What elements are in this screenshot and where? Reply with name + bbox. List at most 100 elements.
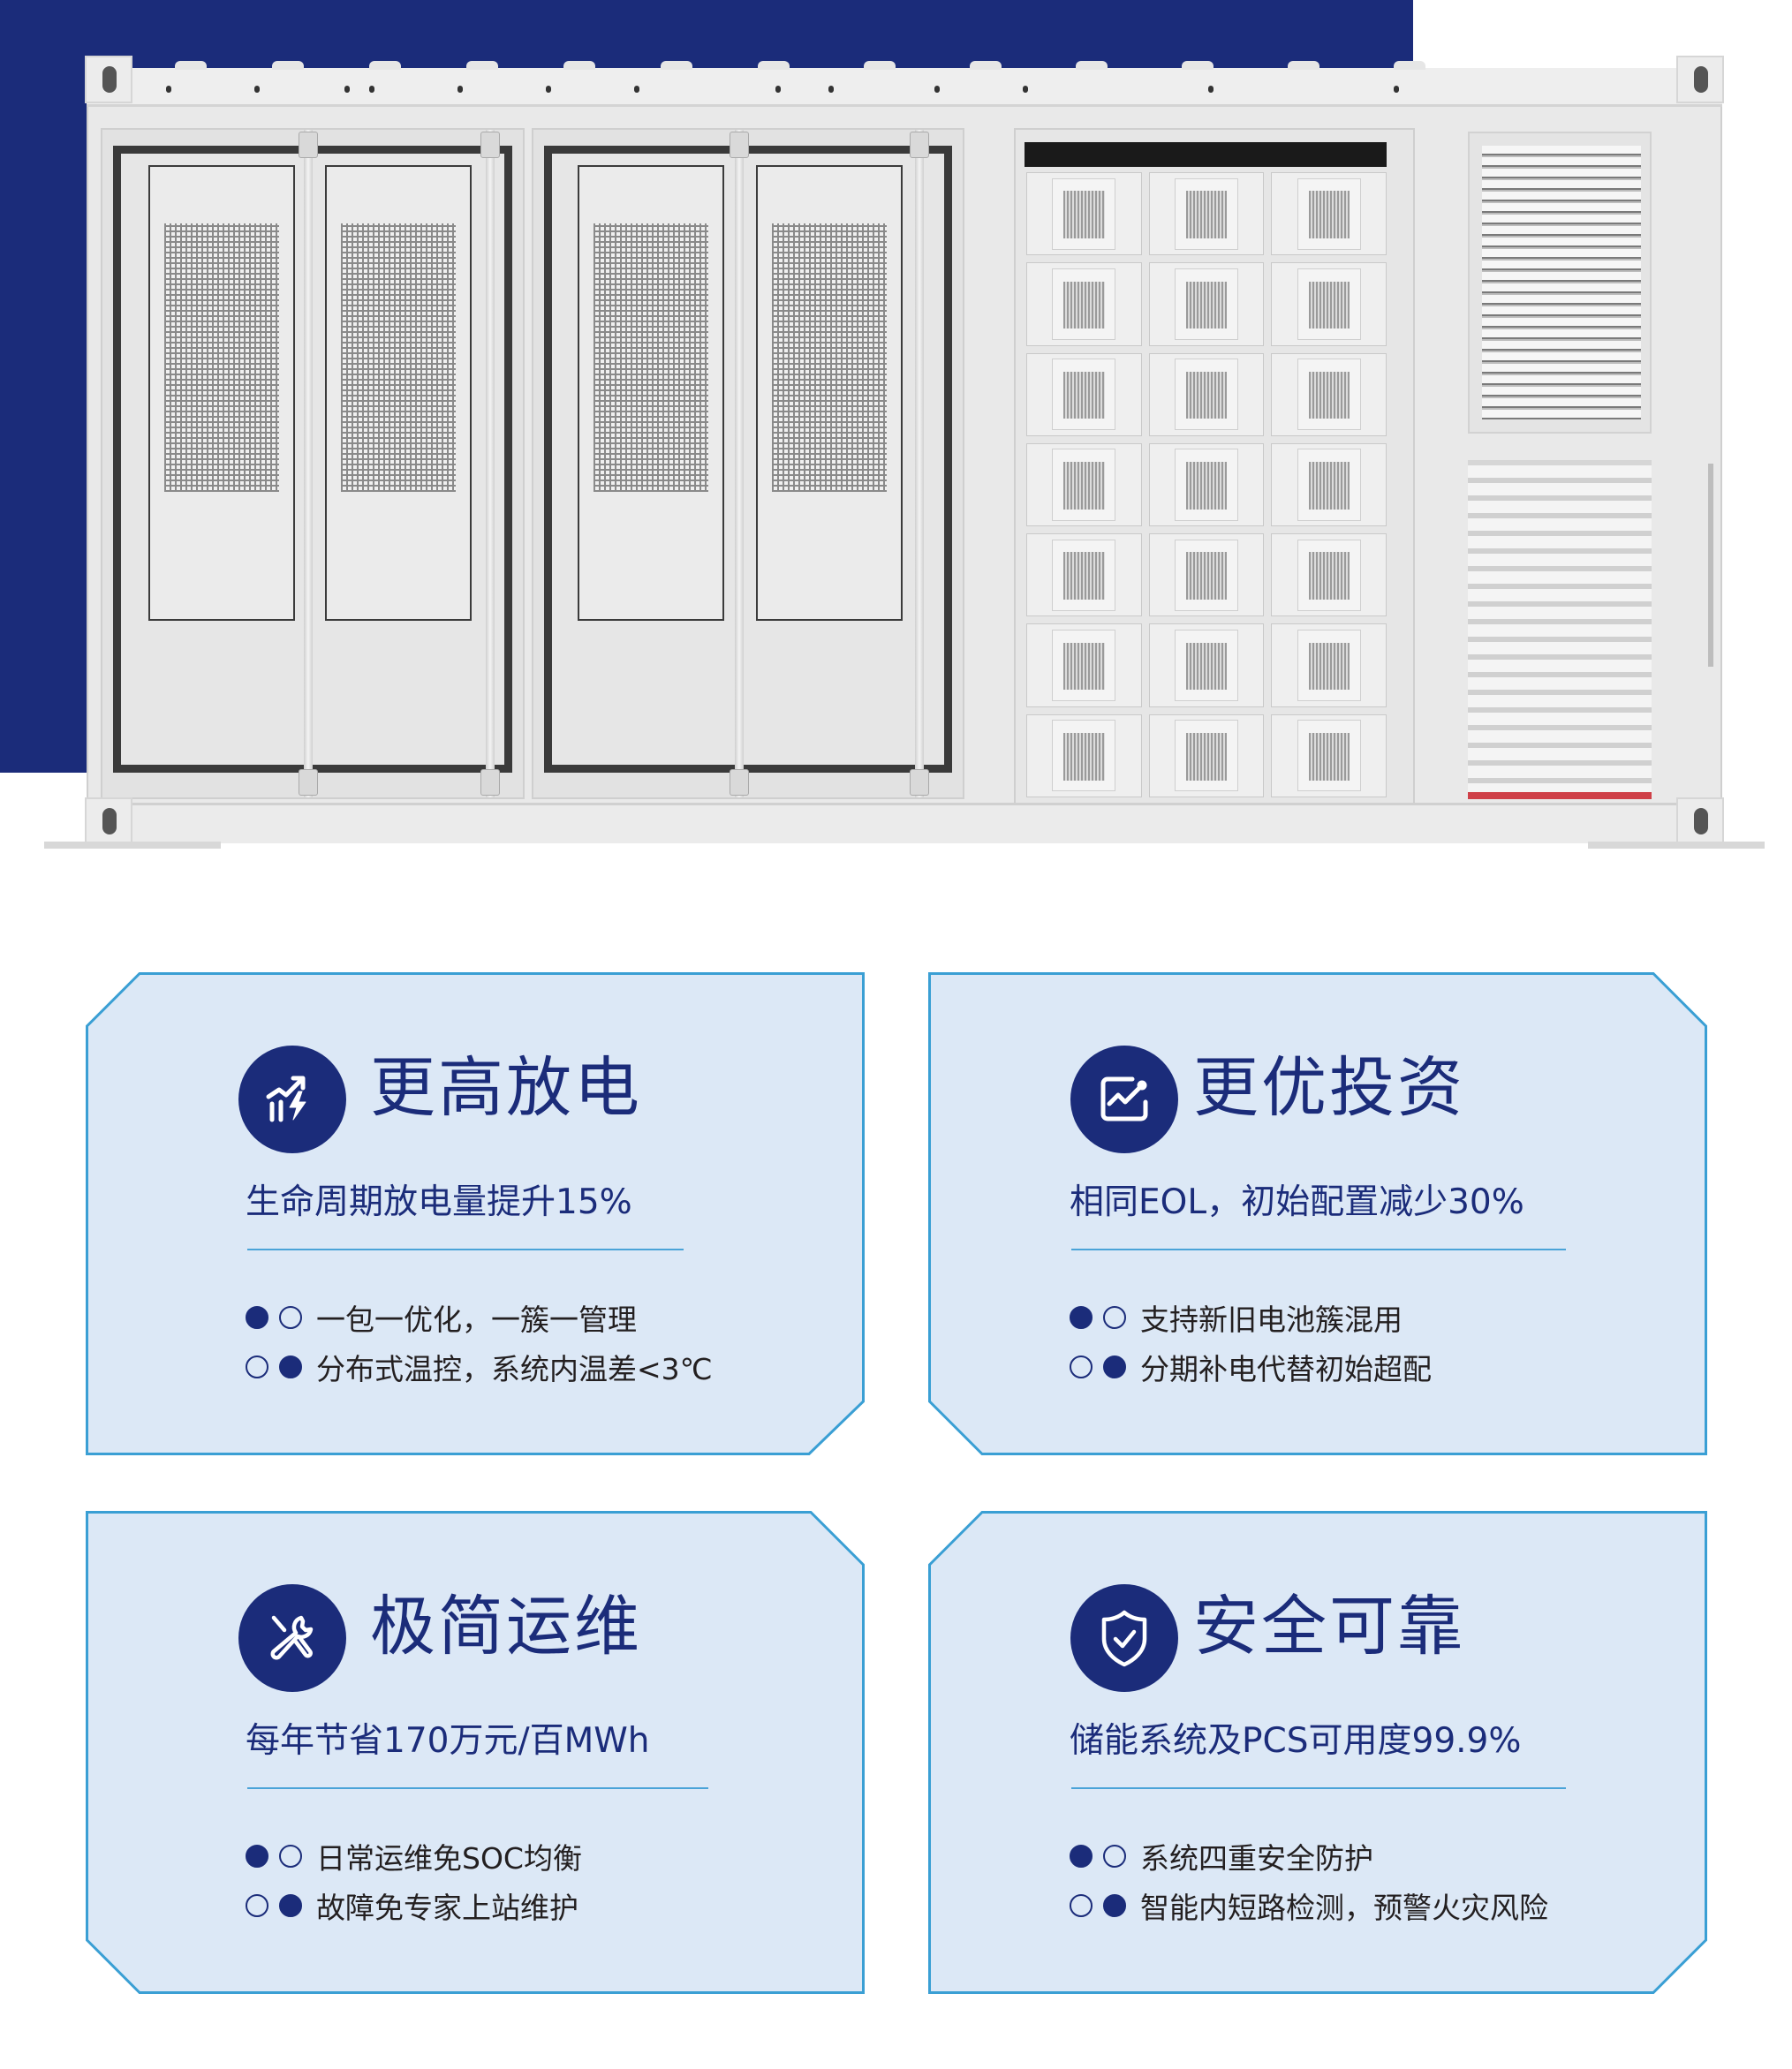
feature-subtitle: 生命周期放电量提升15% <box>246 1182 632 1222</box>
corner-casting <box>85 56 132 103</box>
roof-corrugation <box>661 61 692 70</box>
feature-bullets: 日常运维免SOC均衡 故障免专家上站维护 <box>246 1831 582 1930</box>
battery-module <box>1026 442 1142 527</box>
roof-corrugation <box>864 61 896 70</box>
lock-clamp <box>299 132 318 158</box>
battery-module <box>1026 623 1142 707</box>
bolt <box>369 86 374 93</box>
pcs-door-bay-1 <box>101 128 525 799</box>
roof-corrugation <box>970 61 1002 70</box>
feature-subtitle: 每年节省170万元/百MWh <box>246 1721 650 1761</box>
battery-module <box>1026 352 1142 436</box>
bullet-item: 一包一优化，一簇一管理 <box>246 1293 713 1342</box>
filled-dot-icon <box>279 1894 302 1917</box>
lock-clamp <box>480 769 500 796</box>
battery-module <box>1026 533 1142 617</box>
empty-dot-icon <box>246 1894 268 1917</box>
battery-module <box>1148 172 1265 256</box>
feature-card-maintenance: 极简运维 每年节省170万元/百MWh 日常运维免SOC均衡 故障免专家上站维护 <box>86 1511 865 1994</box>
vent-grill <box>594 223 708 492</box>
filled-dot-icon <box>1103 1355 1126 1378</box>
roof-corrugation <box>466 61 498 70</box>
chart-lightning-icon <box>238 1046 346 1153</box>
bolt <box>166 86 171 93</box>
pcs-cabinet-panel <box>756 165 903 621</box>
filled-dot-icon <box>246 1306 268 1329</box>
lock-clamp <box>730 769 749 796</box>
battery-module <box>1026 172 1142 256</box>
feature-bullets: 一包一优化，一簇一管理 分布式温控，系统内温差<3℃ <box>246 1293 713 1392</box>
door-lock-rod <box>915 130 924 797</box>
battery-module <box>1148 714 1265 797</box>
roof-corrugation <box>563 61 595 70</box>
feature-bullets: 系统四重安全防护 智能内短路检测，预警火灾风险 <box>1070 1831 1548 1930</box>
bolt <box>344 86 350 93</box>
feature-card-safety: 安全可靠 储能系统及PCS可用度99.9% 系统四重安全防护 智能内短路检测，预… <box>928 1511 1707 1994</box>
bullet-text: 日常运维免SOC均衡 <box>316 1841 582 1876</box>
battery-module <box>1271 352 1387 436</box>
empty-dot-icon <box>279 1845 302 1868</box>
feature-title: 安全可靠 <box>1193 1589 1465 1665</box>
pcs-cabinet-panel <box>148 165 295 621</box>
feature-title: 极简运维 <box>370 1589 642 1665</box>
empty-dot-icon <box>279 1306 302 1329</box>
roof-corrugation <box>758 61 790 70</box>
vent-grill <box>164 223 279 492</box>
bolt <box>254 86 260 93</box>
battery-module <box>1271 442 1387 527</box>
bolt <box>457 86 463 93</box>
battery-module <box>1271 262 1387 346</box>
empty-dot-icon <box>1070 1894 1093 1917</box>
bullet-text: 系统四重安全防护 <box>1140 1841 1373 1876</box>
bullet-item: 支持新旧电池簇混用 <box>1070 1293 1432 1342</box>
battery-module <box>1148 623 1265 707</box>
filled-dot-icon <box>1070 1845 1093 1868</box>
battery-module <box>1271 714 1387 797</box>
corner-casting <box>1676 797 1724 845</box>
bolt <box>1208 86 1214 93</box>
base-foot <box>44 842 221 849</box>
lock-clamp <box>480 132 500 158</box>
bolt <box>546 86 551 93</box>
empty-dot-icon <box>1070 1355 1093 1378</box>
bullet-text: 分布式温控，系统内温差<3℃ <box>316 1352 713 1386</box>
trend-chart-icon <box>1070 1046 1178 1153</box>
bullet-item: 智能内短路检测，预警火灾风险 <box>1070 1881 1548 1930</box>
base-foot <box>1588 842 1765 849</box>
lock-clamp <box>910 769 929 796</box>
empty-dot-icon <box>1103 1845 1126 1868</box>
pcs-door-bay-2 <box>532 128 964 799</box>
bullet-dots <box>1070 1355 1126 1378</box>
bolt <box>1023 86 1028 93</box>
divider <box>247 1249 684 1250</box>
side-handle <box>1708 464 1713 667</box>
shutter-red-strip <box>1468 792 1652 799</box>
vent-grill <box>772 223 887 492</box>
filled-dot-icon <box>279 1355 302 1378</box>
battery-module-bay <box>1014 128 1415 808</box>
roof-corrugation <box>272 61 304 70</box>
energy-storage-container-image <box>44 56 1765 849</box>
bullet-dots <box>246 1355 302 1378</box>
bullet-text: 支持新旧电池簇混用 <box>1140 1303 1403 1337</box>
container-bottom-rail <box>87 803 1722 843</box>
bolt <box>934 86 940 93</box>
bullet-dots <box>246 1845 302 1868</box>
bullet-dots <box>1070 1894 1126 1917</box>
wrench-screwdriver-icon <box>238 1584 346 1692</box>
lock-clamp <box>730 132 749 158</box>
battery-module <box>1148 533 1265 617</box>
container-top-rail <box>87 61 1722 107</box>
corner-casting <box>85 797 132 845</box>
divider <box>1071 1787 1566 1789</box>
divider <box>247 1787 708 1789</box>
battery-module <box>1148 352 1265 436</box>
louver-vent <box>1468 132 1652 434</box>
filled-dot-icon <box>246 1845 268 1868</box>
feature-title: 更高放电 <box>370 1050 642 1126</box>
roller-shutter <box>1468 460 1652 799</box>
bullet-item: 系统四重安全防护 <box>1070 1831 1548 1881</box>
door-lock-rod <box>304 130 313 797</box>
lock-clamp <box>910 132 929 158</box>
battery-module <box>1148 442 1265 527</box>
